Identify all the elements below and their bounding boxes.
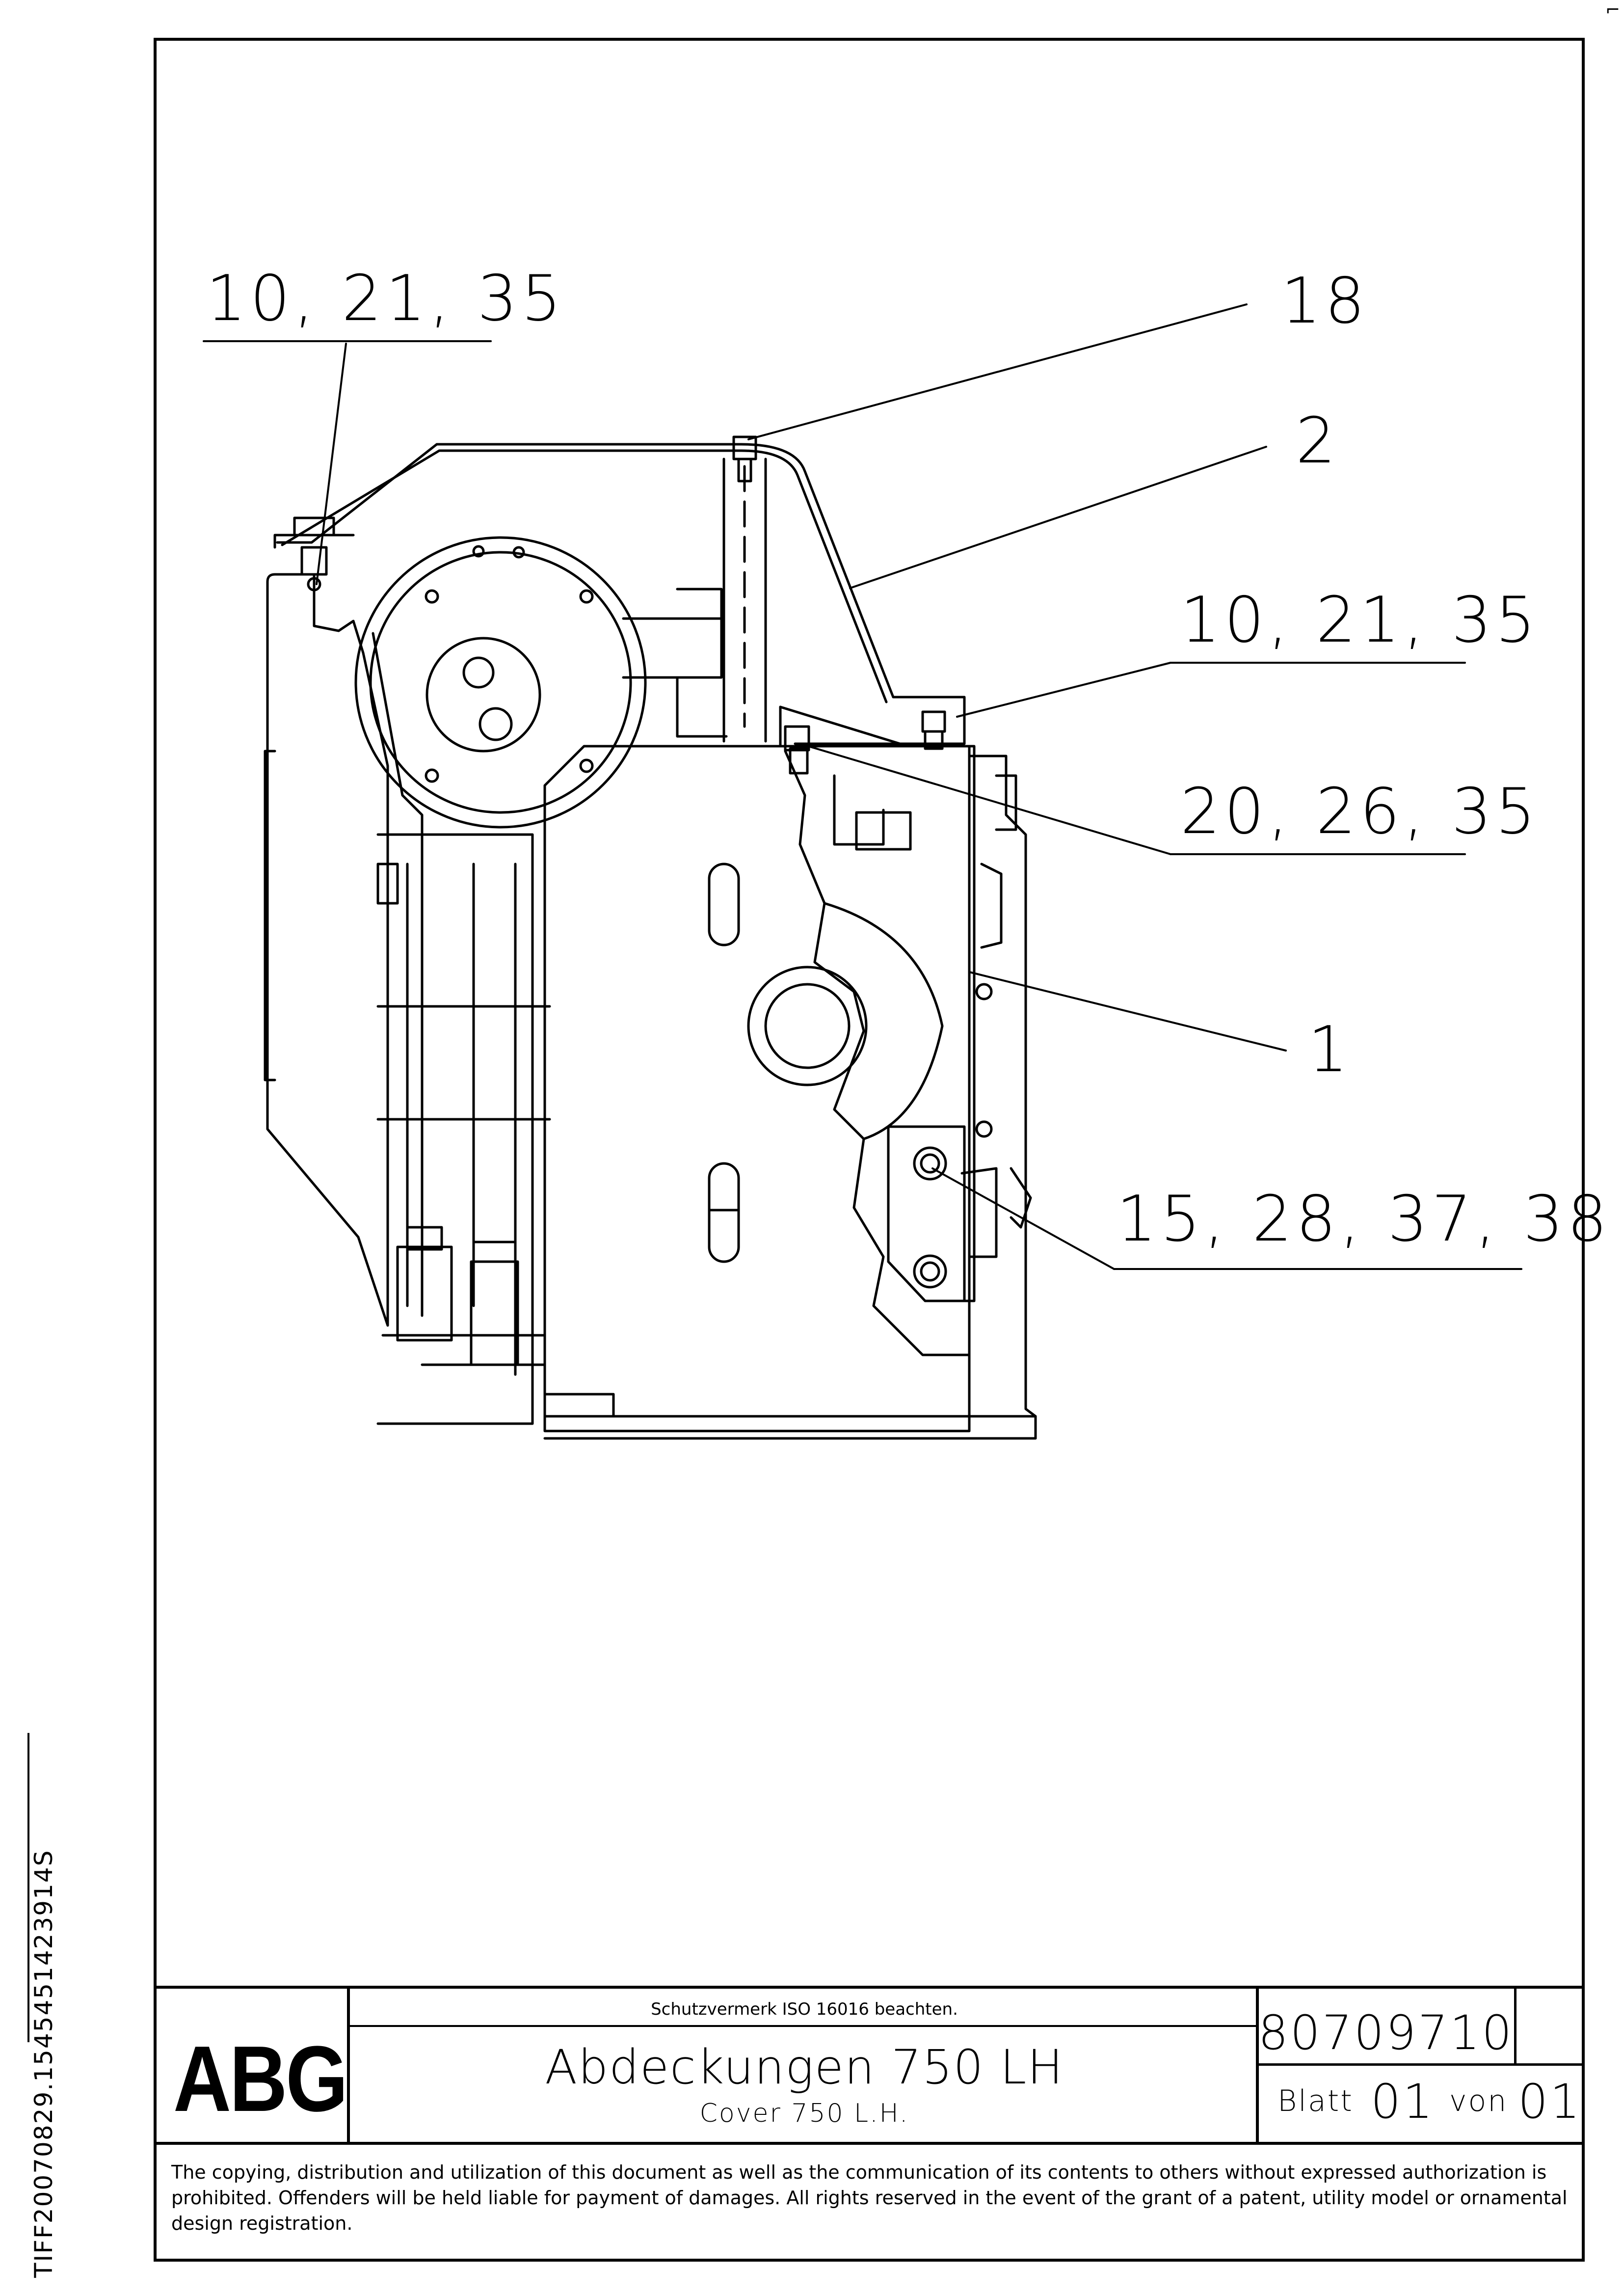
corner-mark: ⌐ xyxy=(1605,0,1620,20)
divider xyxy=(1259,2063,1585,2066)
divider xyxy=(1256,1986,1259,2142)
side-code-underline xyxy=(27,1733,29,2042)
sheet-number: 01 xyxy=(1371,2074,1435,2129)
callout-label: 10, 21, 35 xyxy=(206,262,565,335)
callout-label: 18 xyxy=(1281,265,1369,338)
copyright-notice: The copying, distribution and utilizatio… xyxy=(171,2161,1568,2234)
document-number: 80709710 xyxy=(1258,2005,1514,2060)
title-block: ABG Schutzvermerk ISO 16016 beachten. Ab… xyxy=(154,1986,1585,2262)
of-label: von xyxy=(1449,2084,1508,2118)
drawing-title: Abdeckungen 750 LH xyxy=(545,2040,1064,2095)
leader-lines xyxy=(203,303,1522,1270)
divider xyxy=(154,1986,1585,1989)
sheet-label: Blatt xyxy=(1277,2084,1354,2118)
callout-label: 10, 21, 35 xyxy=(1180,584,1540,657)
divider xyxy=(1514,1986,1517,2063)
callout-label: 2 xyxy=(1296,405,1340,478)
callout-label: 15, 28, 37, 38 xyxy=(1117,1183,1611,1256)
total-sheets: 01 xyxy=(1518,2074,1582,2129)
drawing-subtitle: Cover 750 L.H. xyxy=(699,2099,909,2128)
callout-label: 20, 26, 35 xyxy=(1180,775,1540,848)
side-code: TIFF20070829.154545142391​4S xyxy=(29,1849,58,2278)
divider xyxy=(154,2142,1585,2145)
abg-logo: ABG xyxy=(173,2027,348,2131)
protection-notice: Schutzvermerk ISO 16016 beachten. xyxy=(651,1999,958,2019)
divider xyxy=(350,2025,1259,2027)
drawing-frame xyxy=(154,38,1585,2262)
divider xyxy=(347,1986,350,2142)
callout-label: 1 xyxy=(1308,1013,1352,1086)
